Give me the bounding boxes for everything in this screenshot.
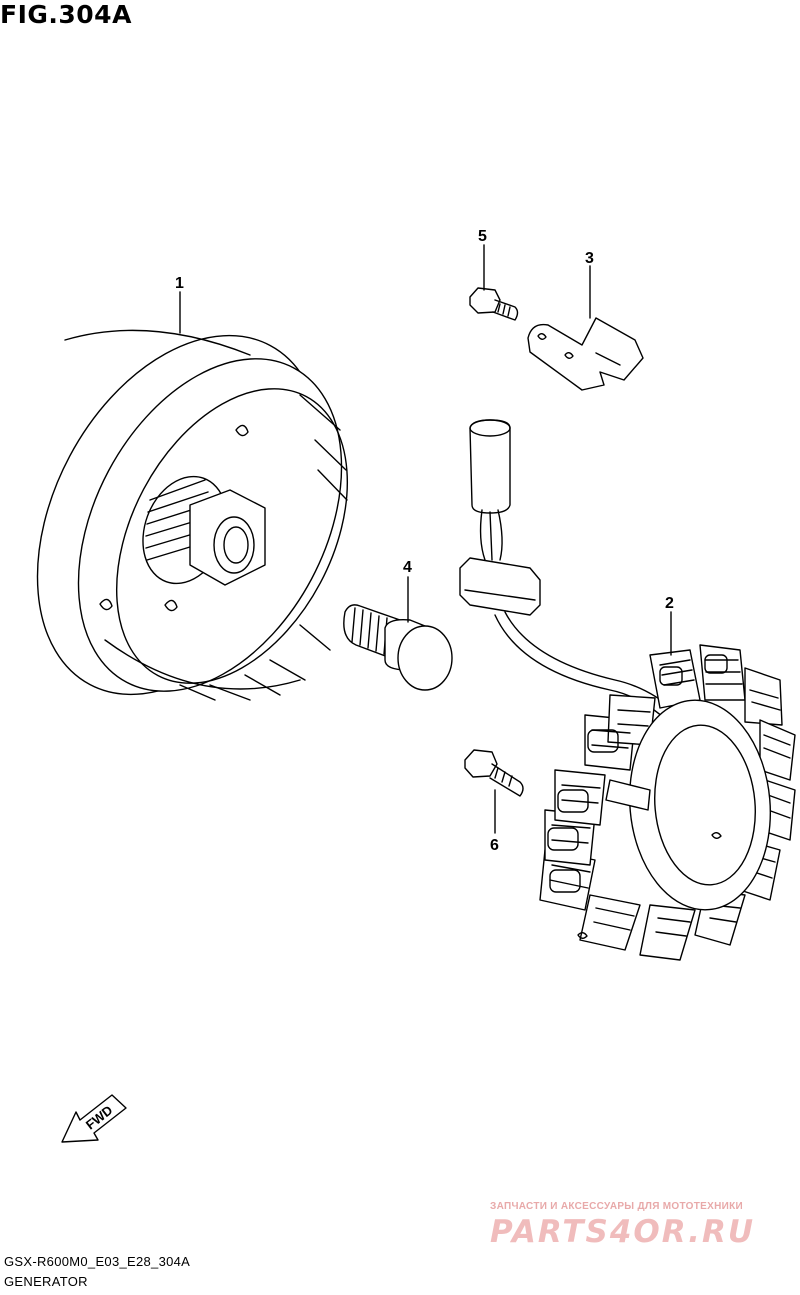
watermark-brand: PARTS4OR.RU <box>490 1214 756 1250</box>
callout-2[interactable]: 2 <box>665 595 674 612</box>
model-code: GSX-R600M0_E03_E28_304A <box>4 1254 191 1269</box>
rotor-part[interactable] <box>0 287 395 743</box>
figure-title: FIG.304A <box>0 0 132 29</box>
bolt-4-part[interactable] <box>343 604 453 691</box>
watermark-subtitle: ЗАПЧАСТИ И АКСЕССУАРЫ ДЛЯ МОТОТЕХНИКИ <box>490 1201 743 1212</box>
callout-6[interactable]: 6 <box>490 837 499 854</box>
bolt-5-part[interactable] <box>469 287 519 321</box>
leader-lines <box>179 244 672 834</box>
bolt-6-part[interactable] <box>464 749 524 797</box>
callout-1[interactable]: 1 <box>175 275 184 292</box>
callout-4[interactable]: 4 <box>403 559 412 576</box>
arrow-left-down-icon <box>61 1094 127 1143</box>
stator-part[interactable] <box>459 419 796 961</box>
clamp-part[interactable] <box>527 317 644 391</box>
callout-5[interactable]: 5 <box>478 228 487 245</box>
group-name: GENERATOR <box>4 1274 88 1289</box>
callout-3[interactable]: 3 <box>585 250 594 267</box>
